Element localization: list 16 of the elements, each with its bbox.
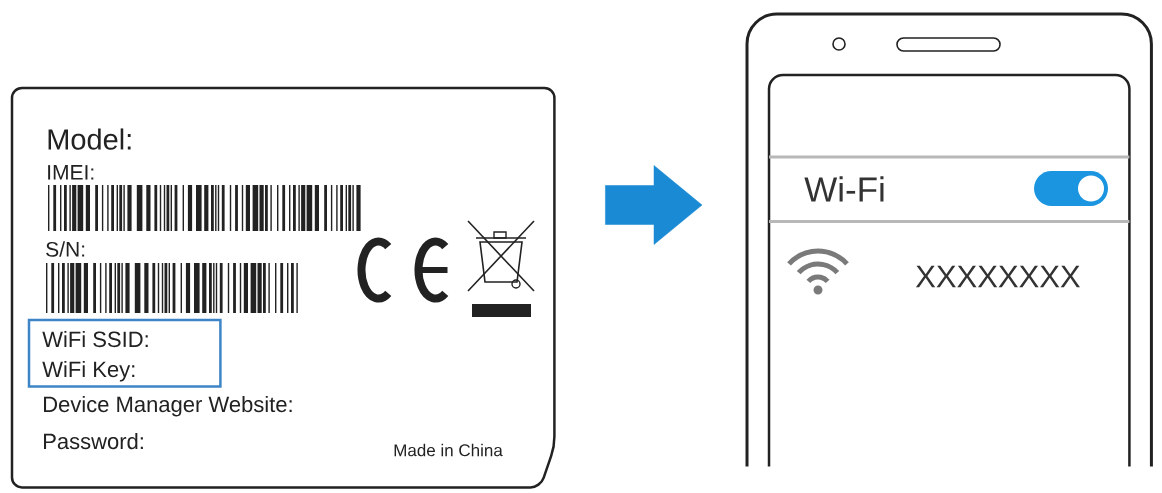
block-arrow <box>605 165 703 245</box>
field-label: Password: <box>44 433 143 450</box>
device-label <box>10 86 556 489</box>
phone-drawing <box>745 12 1153 467</box>
phone-screen <box>767 73 1131 467</box>
setting-label: Wi-Fi <box>804 176 884 202</box>
highlight-box <box>27 318 222 388</box>
network-name: XXXXXXXX <box>915 265 1080 288</box>
field-label: IMEI: <box>48 165 94 180</box>
origin-text: Made in China <box>394 443 503 457</box>
settings-row <box>769 155 1130 223</box>
field-label: Model: <box>48 128 131 150</box>
field-label: WiFi Key: <box>42 361 135 382</box>
field-label: S/N: <box>46 241 85 257</box>
field-label: WiFi SSID: <box>42 330 148 348</box>
field-label: Device Manager Website: <box>44 396 292 417</box>
